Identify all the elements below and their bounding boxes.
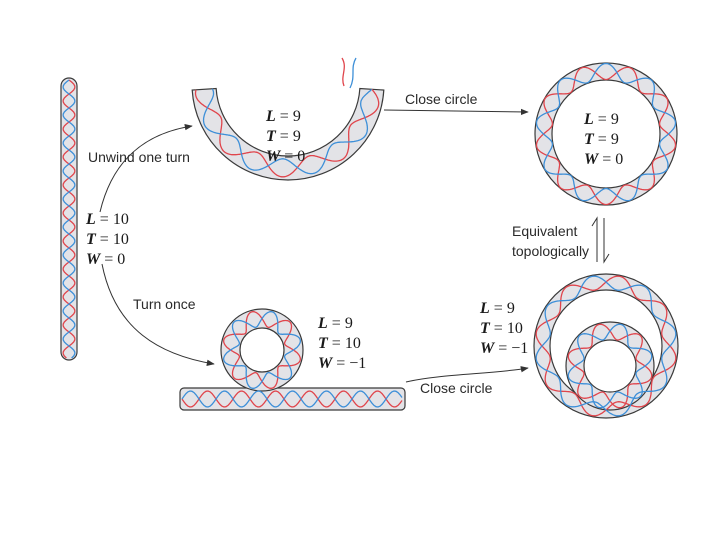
supercoiled-ring-dna xyxy=(533,273,679,419)
topologically-label: topologically xyxy=(512,243,589,259)
straight-W: 0 xyxy=(117,251,125,268)
svg-text:W = 0: W = 0 xyxy=(266,148,305,165)
close-circle-bottom-arrow xyxy=(405,366,529,383)
ring-equations: L = 9 T = 9 W = 0 xyxy=(583,111,623,168)
close-circle-bottom-label: Close circle xyxy=(420,380,493,396)
ring-L: 9 xyxy=(611,111,619,128)
svg-text:T = 10: T = 10 xyxy=(318,335,361,352)
strand-blue xyxy=(535,275,677,417)
ring-T: 9 xyxy=(611,131,619,148)
strand-blue xyxy=(202,88,373,175)
svg-text:W = −1: W = −1 xyxy=(318,355,366,372)
strand-red xyxy=(181,390,403,408)
arc-equations: L = 9 T = 9 W = 0 xyxy=(265,108,305,165)
arc-L: 9 xyxy=(293,108,301,125)
straight-L: 10 xyxy=(113,211,129,228)
svg-text:T = 10: T = 10 xyxy=(480,320,523,337)
straight-T: 10 xyxy=(113,231,129,248)
svg-text:W = −1: W = −1 xyxy=(480,340,528,357)
strand-blue xyxy=(223,311,301,389)
svg-text:L = 9: L = 9 xyxy=(583,111,619,128)
strand-blue xyxy=(181,390,403,408)
strand-blue xyxy=(535,62,677,202)
arc-W: 0 xyxy=(297,148,305,165)
strand-blue xyxy=(567,323,653,409)
strand-blue xyxy=(62,79,76,359)
svg-text:W = 0: W = 0 xyxy=(584,151,623,168)
svg-text:L = 9: L = 9 xyxy=(317,315,353,332)
looped-dna xyxy=(179,308,406,411)
strand-red xyxy=(194,88,380,178)
loop-equations: L = 9 T = 10 W = −1 xyxy=(317,315,366,372)
loop-L: 9 xyxy=(345,315,353,332)
loop-T: 10 xyxy=(345,335,361,352)
svg-text:T = 10: T = 10 xyxy=(86,231,129,248)
close-circle-top-arrow xyxy=(383,108,529,116)
svg-text:L = 10: L = 10 xyxy=(85,211,129,228)
svg-text:L = 9: L = 9 xyxy=(265,108,301,125)
double-ring-T: 10 xyxy=(507,320,523,337)
double-ring-equations: L = 9 T = 10 W = −1 xyxy=(479,300,528,357)
svg-text:T = 9: T = 9 xyxy=(266,128,301,145)
equivalent-label: Equivalent xyxy=(512,223,577,239)
unwind-arrow xyxy=(99,123,193,213)
loop-W: −1 xyxy=(349,355,366,372)
ring-W: 0 xyxy=(615,151,623,168)
turn-arrow xyxy=(101,263,215,366)
svg-text:T = 9: T = 9 xyxy=(584,131,619,148)
unwind-label: Unwind one turn xyxy=(88,149,190,165)
turn-label: Turn once xyxy=(133,296,196,312)
relaxed-ring-dna xyxy=(534,62,678,206)
strand-red xyxy=(62,79,76,359)
unwound-arc-dna xyxy=(191,57,385,181)
straight-dna-equations: L = 10 T = 10 W = 0 xyxy=(85,211,129,268)
double-ring-W: −1 xyxy=(511,340,528,357)
svg-text:W = 0: W = 0 xyxy=(86,251,125,268)
close-circle-top-label: Close circle xyxy=(405,91,478,107)
equivalent-arrows xyxy=(591,216,610,264)
double-ring-L: 9 xyxy=(507,300,515,317)
straight-dna xyxy=(60,77,78,361)
arc-T: 9 xyxy=(293,128,301,145)
svg-text:L = 9: L = 9 xyxy=(479,300,515,317)
